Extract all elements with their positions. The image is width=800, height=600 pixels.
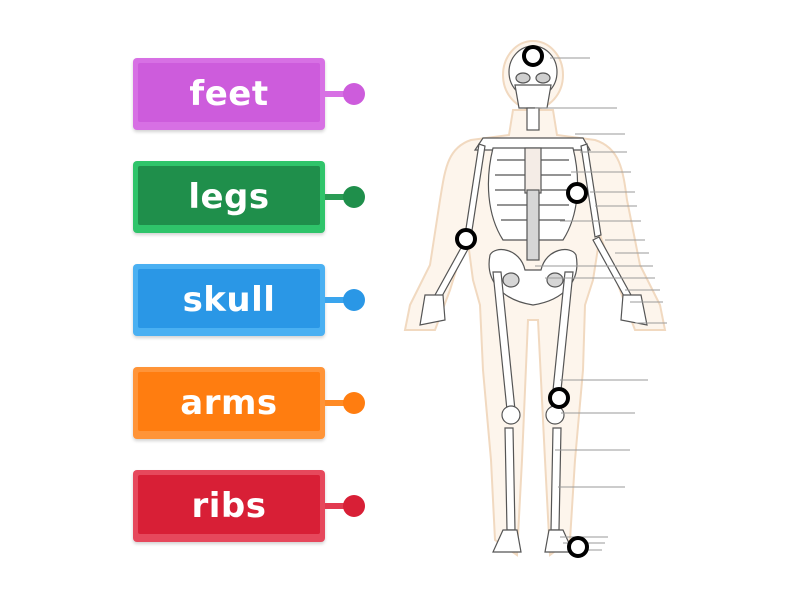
label-text: ribs [191, 486, 267, 526]
drop-target-feet[interactable] [567, 536, 589, 558]
connector-line [325, 400, 349, 406]
label-text: skull [182, 280, 276, 320]
skeleton-diagram [403, 40, 667, 557]
drop-target-arms[interactable] [455, 228, 477, 250]
connector-dot[interactable] [343, 186, 365, 208]
connector-dot[interactable] [343, 289, 365, 311]
connector-line [325, 91, 349, 97]
label-arms[interactable]: arms [133, 367, 325, 439]
drop-target-legs[interactable] [548, 387, 570, 409]
drop-target-skull[interactable] [522, 45, 544, 67]
connector-line [325, 503, 349, 509]
drop-target-ribs[interactable] [566, 182, 588, 204]
label-text: legs [188, 177, 270, 217]
connector-line [325, 297, 349, 303]
connector-dot[interactable] [343, 83, 365, 105]
connector-line [325, 194, 349, 200]
label-legs[interactable]: legs [133, 161, 325, 233]
label-ribs[interactable]: ribs [133, 470, 325, 542]
connector-dot[interactable] [343, 392, 365, 414]
label-skull[interactable]: skull [133, 264, 325, 336]
label-feet[interactable]: feet [133, 58, 325, 130]
label-text: feet [189, 74, 269, 114]
connector-dot[interactable] [343, 495, 365, 517]
label-text: arms [180, 383, 278, 423]
